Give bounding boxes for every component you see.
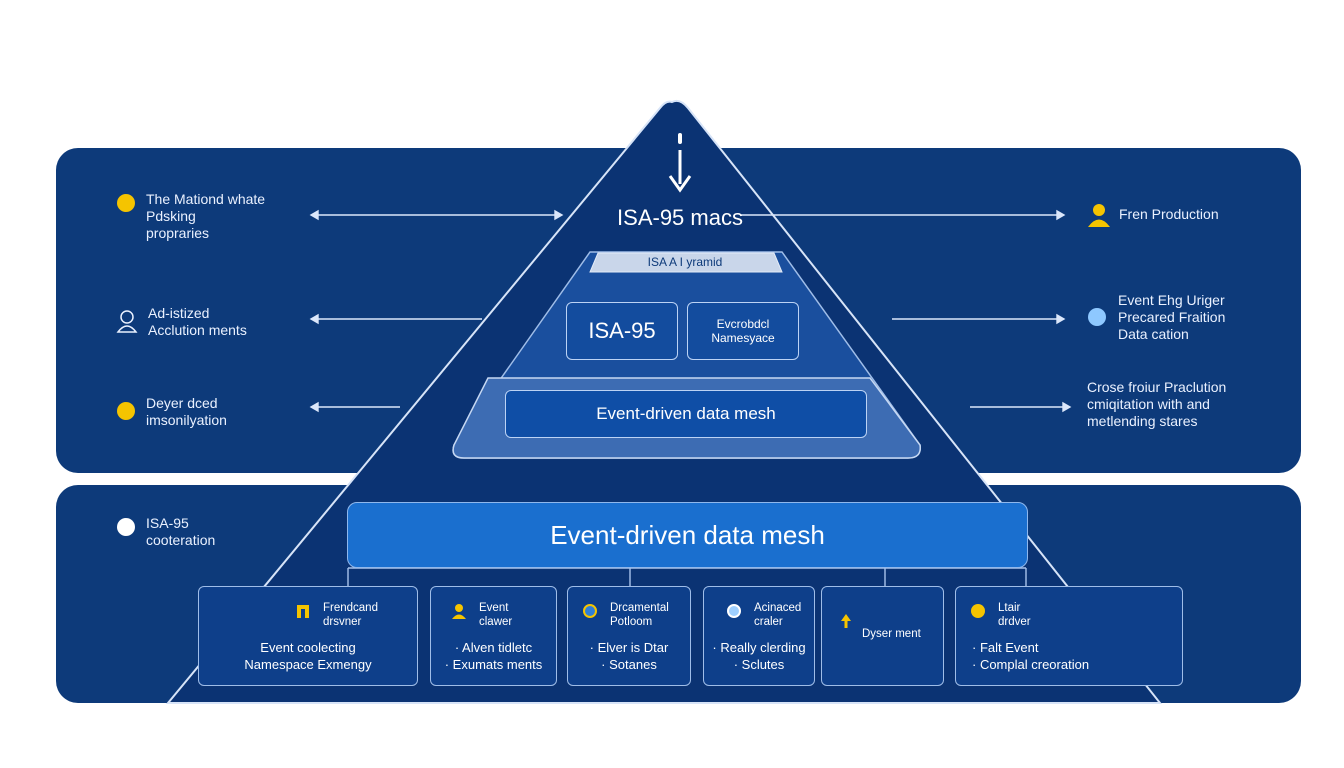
left-item-4: ISA-95 cooteration: [146, 515, 216, 548]
yellow-person-icon: [452, 604, 466, 619]
card-5-title: Dyser ment: [862, 628, 921, 640]
card-2[interactable]: Event clawer · Alven tidletc · Exumats m…: [430, 586, 557, 686]
left-item-2: Ad-istized Acclution ments: [148, 305, 247, 338]
namespace-box[interactable]: Evcrobdcl Namesyace: [687, 302, 799, 360]
pyramid-tier-label: ISA A I yramid: [647, 255, 723, 269]
right-item-2: Event Ehg Uriger Precared Fraition Data …: [1118, 292, 1226, 342]
card-4-title: Acinaced craler: [754, 602, 802, 628]
event-mesh-inner-box[interactable]: Event-driven data mesh: [505, 390, 867, 438]
yellow-dot-icon: [117, 402, 135, 420]
yellow-building-icon: [297, 605, 309, 618]
event-mesh-main-bar[interactable]: Event-driven data mesh: [347, 502, 1028, 568]
event-mesh-main-label: Event-driven data mesh: [550, 519, 825, 550]
blue-ring-icon: [727, 604, 741, 618]
card-3-title: Drcamental Potloom: [610, 602, 669, 628]
pyramid-tier-strip: [589, 252, 783, 273]
card-6[interactable]: Ltair drdver · Falt Event · Complal creo…: [955, 586, 1183, 686]
card-6-title: Ltair drdver: [998, 602, 1031, 628]
card-1-body: Event coolecting Namespace Exmengy: [244, 640, 372, 672]
down-arrow-icon: [668, 133, 692, 193]
card-5[interactable]: Dyser ment: [821, 586, 944, 686]
yellow-face-icon: [117, 194, 135, 212]
isa95-box[interactable]: ISA-95: [566, 302, 678, 360]
card-3-body: · Elver is Dtar · Sotanes: [589, 640, 669, 672]
blue-ring-icon: [583, 604, 597, 618]
card-4[interactable]: Acinaced craler · Really clerding · Sclu…: [703, 586, 815, 686]
card-4-body: · Really clerding · Sclutes: [712, 640, 806, 672]
left-item-3: Deyer dced imsonilyation: [146, 395, 227, 428]
yellow-arrow-icon: [841, 614, 851, 628]
white-dot-icon: [117, 518, 135, 536]
person-headset-icon: [116, 310, 138, 333]
card-3[interactable]: Drcamental Potloom · Elver is Dtar · Sot…: [567, 586, 691, 686]
right-item-1: Fren Production: [1119, 206, 1219, 222]
card-2-body: · Alven tidletc · Exumats ments: [444, 640, 543, 672]
apex-title: ISA-95 macs: [617, 205, 743, 230]
isa95-box-label: ISA-95: [588, 318, 656, 343]
namespace-box-label: Evcrobdcl Namesyace: [711, 317, 775, 345]
card-1-title: Frendcand drsvner: [323, 602, 378, 628]
event-mesh-inner-label: Event-driven data mesh: [596, 404, 776, 423]
yellow-face-icon: [971, 604, 985, 618]
card-2-title: Event clawer: [479, 602, 513, 628]
blue-dot-icon: [1088, 308, 1106, 326]
card-6-body: · Falt Event · Complal creoration: [972, 640, 1090, 672]
left-item-1: The Mationd whate Pdsking propraries: [146, 191, 266, 241]
right-item-3: Crose froiur Praclution cmiqitation with…: [1087, 379, 1227, 429]
yellow-person-icon: [1088, 204, 1110, 227]
card-1[interactable]: Frendcand drsvner Event coolecting Names…: [198, 586, 418, 686]
